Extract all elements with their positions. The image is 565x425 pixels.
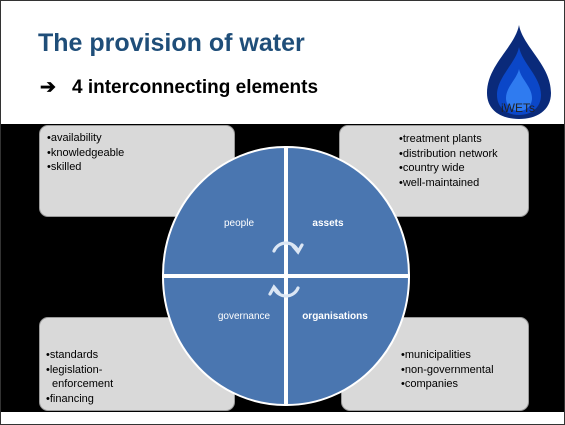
cycle-arrow-bottom-head — [268, 284, 281, 296]
governance-item-part: legislation- — [49, 363, 103, 376]
cycle-diagram: people assets governance organisations — [161, 145, 411, 407]
people-item: availability — [47, 131, 234, 146]
organisations-item: municipalities — [401, 348, 528, 363]
governance-item: financing — [46, 392, 234, 407]
slide-title: The provision of water — [38, 29, 305, 57]
cycle-arrows-icon — [268, 241, 304, 298]
diagram-panel: availability knowledgeable skilled treat… — [1, 124, 564, 412]
quadrant-assets — [286, 145, 411, 276]
slide-subtitle: ➔ 4 interconnecting elements — [40, 76, 318, 99]
assets-item: treatment plants — [399, 132, 528, 147]
logo-text: iWETs — [501, 101, 535, 115]
governance-list: standards legislation-enforcement financ… — [46, 348, 234, 406]
logo-drop-inner — [506, 69, 532, 111]
quadrant-organisations — [286, 276, 411, 407]
assets-item: distribution network — [399, 147, 528, 162]
quadrant-label-people: people — [224, 218, 254, 229]
cycle-arrow-top-head — [291, 243, 304, 255]
quadrant-label-governance: governance — [218, 311, 271, 322]
quadrant-label-organisations: organisations — [302, 311, 368, 322]
water-drops-logo-icon — [487, 25, 551, 119]
organisations-item: companies — [401, 377, 528, 392]
assets-item: country wide — [399, 161, 528, 176]
governance-item: standards — [46, 348, 234, 363]
people-list: availability knowledgeable skilled — [47, 131, 234, 175]
quadrant-governance — [161, 276, 286, 407]
governance-item-part: enforcement — [52, 378, 114, 390]
organisations-list: municipalities non-governmental companie… — [401, 348, 528, 392]
people-item: knowledgeable — [47, 146, 234, 161]
arrow-right-icon: ➔ — [40, 77, 56, 98]
assets-list: treatment plants distribution network co… — [399, 132, 528, 190]
quadrant-label-assets: assets — [312, 218, 344, 229]
organisations-item: non-governmental — [401, 363, 528, 378]
assets-item: well-maintained — [399, 176, 528, 191]
subtitle-text: 4 interconnecting elements — [72, 77, 319, 98]
governance-item: legislation-enforcement — [46, 363, 234, 392]
people-item: skilled — [47, 160, 234, 175]
quadrant-people — [161, 145, 286, 276]
